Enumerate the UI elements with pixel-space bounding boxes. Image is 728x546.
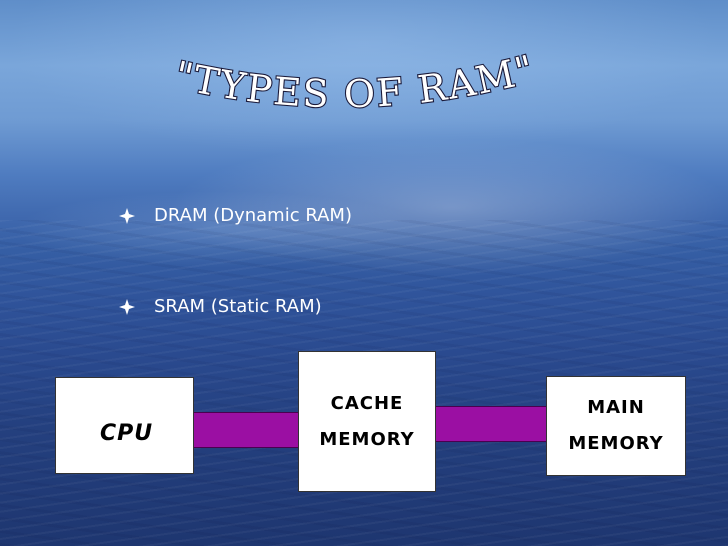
cpu-box: CPU (55, 377, 194, 474)
slide-title-text: "TYPES OF RAM" (170, 46, 540, 116)
diamond-bullet-icon (119, 298, 135, 315)
main-memory-box: MAIN MEMORY (546, 376, 686, 476)
diamond-bullet-icon (119, 207, 135, 224)
bullet-item-sram: SRAM (Static RAM) (118, 296, 322, 317)
connector-cache-main (434, 406, 547, 442)
slide-title: "TYPES OF RAM" (169, 45, 540, 117)
cpu-label: CPU (100, 421, 154, 446)
bullet-item-dram: DRAM (Dynamic RAM) (118, 205, 352, 226)
cache-label-line1: CACHE (330, 392, 404, 414)
cache-memory-box: CACHE MEMORY (298, 351, 436, 492)
bullet-text: DRAM (Dynamic RAM) (154, 205, 352, 226)
bullet-text: SRAM (Static RAM) (154, 296, 322, 317)
cache-label-line2: MEMORY (319, 428, 415, 450)
main-label-line1: MAIN (587, 397, 645, 418)
main-label-line2: MEMORY (568, 433, 664, 454)
connector-cpu-cache (193, 412, 299, 448)
